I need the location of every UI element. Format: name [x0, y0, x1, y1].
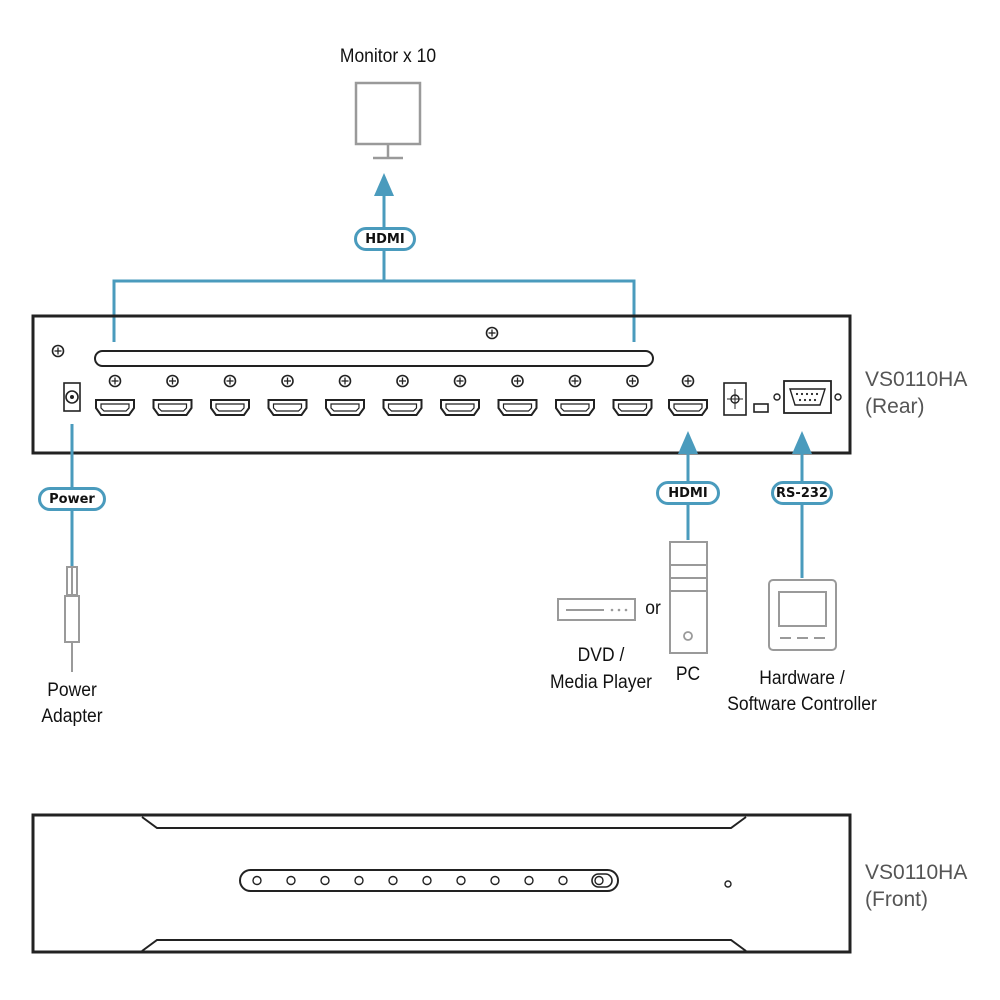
hdmi-port-icon: [668, 399, 708, 416]
port-led-icon: [286, 875, 296, 886]
monitor-label: Monitor x 10: [339, 46, 437, 67]
hdmi-output-badge: HDMI: [354, 227, 416, 251]
hdmi-port-icon: [95, 399, 135, 416]
power-jack-icon: [63, 382, 81, 412]
pc-tower-icon: [669, 541, 708, 654]
hdmi-port-icon: [497, 399, 538, 416]
hdmi-output-port: [612, 374, 653, 416]
port-led-icon: [490, 875, 500, 886]
screw-icon: [223, 374, 237, 388]
arrow-up-icon: [678, 431, 698, 454]
hdmi-input-badge: HDMI: [656, 481, 720, 505]
port-led-icon: [320, 875, 330, 886]
screw-icon: [166, 374, 179, 388]
hdmi-output-port: [497, 374, 538, 416]
screw-icon: [568, 374, 582, 388]
hdmi-output-port: [267, 374, 308, 416]
hdmi-port-icon: [152, 399, 193, 416]
power-badge: Power: [38, 487, 106, 511]
ground-screw-icon: [51, 344, 65, 358]
hdmi-output-port: [152, 374, 193, 416]
dvd-label-line2: Media Player: [549, 672, 653, 693]
front-model-label: VS0110HA: [865, 861, 968, 884]
port-led-icon: [252, 875, 262, 886]
front-view-label: (Front): [865, 888, 928, 911]
arrow-up-icon: [374, 173, 394, 196]
arrow-up-icon: [792, 431, 812, 454]
power-adapter-icon: [64, 566, 80, 672]
port-led-icon: [354, 875, 364, 886]
dvd-player-icon: [557, 598, 636, 621]
hdmi-port-icon: [382, 399, 423, 416]
rs232-cable: [792, 431, 812, 578]
power-led-icon: [724, 880, 732, 888]
hdmi-input-port: [668, 374, 708, 416]
or-label: or: [645, 598, 661, 619]
power-adapter-label-line1: Power: [47, 680, 97, 701]
hdmi-port-icon: [210, 399, 250, 416]
hdmi-output-port: [440, 374, 480, 416]
led-indicators: [252, 875, 568, 886]
screw-icon: [108, 374, 122, 388]
screw-icon: [681, 374, 695, 388]
hdmi-port-icon: [325, 399, 365, 416]
screw-icon: [338, 374, 352, 388]
dip-switch-icon: [723, 382, 747, 416]
rs232-badge: RS-232: [771, 481, 833, 505]
monitor-icon: [354, 81, 422, 160]
screw-icon: [396, 374, 409, 388]
hdmi-output-port: [95, 374, 135, 416]
hdmi-output-port: [382, 374, 423, 416]
screw-icon: [453, 374, 467, 388]
rear-model-label: VS0110HA: [865, 368, 968, 391]
hdmi-port-icon: [440, 399, 480, 416]
rear-panel: [31, 314, 852, 455]
rs232-port-icon: [773, 380, 842, 414]
mini-usb-port-icon: [753, 403, 769, 413]
hdmi-port-icon: [267, 399, 308, 416]
screw-icon: [281, 374, 294, 388]
rear-view-label: (Rear): [865, 395, 925, 418]
port-led-icon: [388, 875, 398, 886]
hdmi-output-port: [555, 374, 595, 416]
hdmi-output-port: [325, 374, 365, 416]
port-led-icon: [422, 875, 432, 886]
hdmi-output-port: [210, 374, 250, 416]
port-led-icon: [524, 875, 534, 886]
controller-label-line1: Hardware /: [759, 668, 845, 689]
port-led-icon: [456, 875, 466, 886]
hdmi-port-icon: [555, 399, 595, 416]
pc-label: PC: [675, 664, 701, 685]
front-panel: [31, 813, 852, 954]
hdmi-output-ports: [95, 374, 653, 416]
controller-icon: [768, 579, 837, 651]
controller-label-line2: Software Controller: [727, 694, 877, 715]
power-adapter-label-line2: Adapter: [41, 706, 103, 727]
screw-icon: [511, 374, 524, 388]
port-led-icon: [558, 875, 568, 886]
hdmi-port-icon: [612, 399, 653, 416]
screw-icon: [626, 374, 639, 388]
dvd-label-line1: DVD /: [577, 645, 625, 666]
chassis-screw-icon: [485, 326, 499, 340]
